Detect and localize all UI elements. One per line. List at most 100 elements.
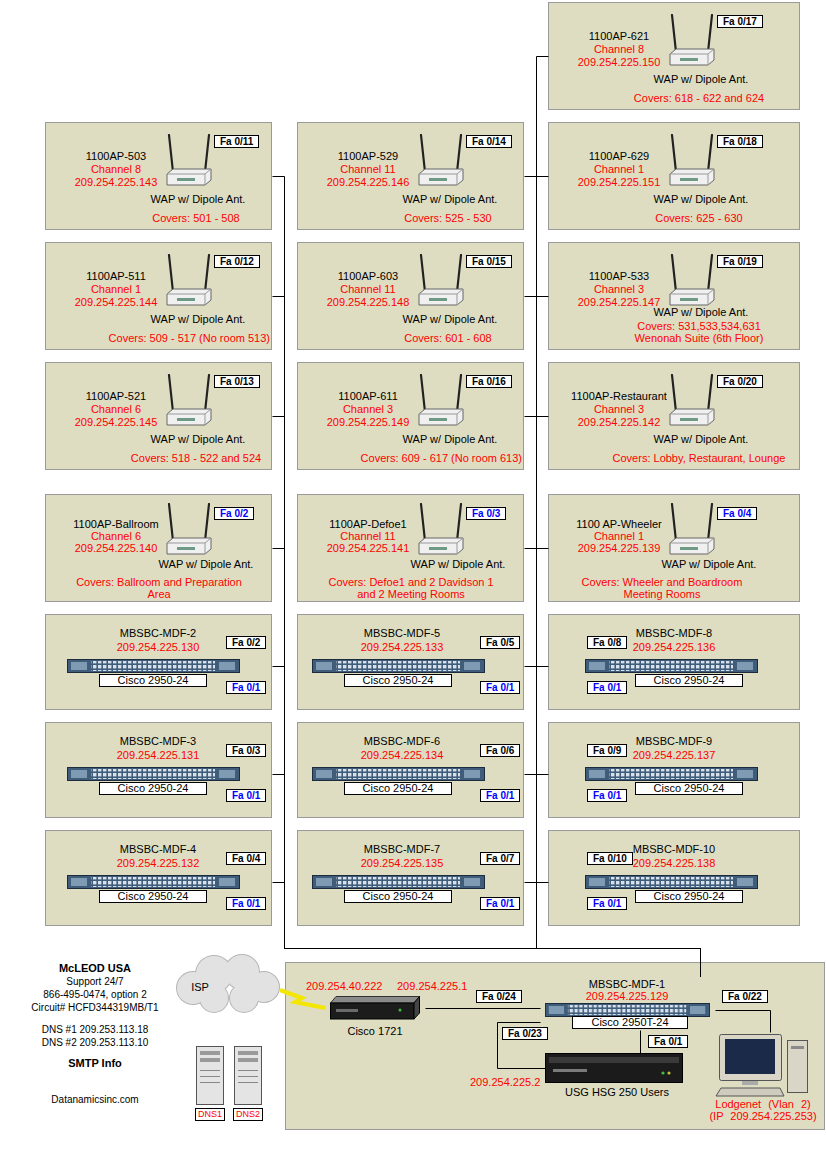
- model-label: Cisco 2950-24: [344, 782, 453, 795]
- port-label: Fa 0/1: [226, 897, 266, 910]
- channel-text: Channel 11: [340, 163, 395, 175]
- port-label: Fa 0/1: [226, 789, 266, 802]
- coverage-note: Covers: 525 - 530: [404, 212, 491, 224]
- port-label: Fa 0/1: [480, 681, 520, 694]
- ip-address: 209.254.225.143: [75, 176, 158, 188]
- switch-name: MBSBC-MDF-8: [636, 627, 712, 639]
- access-point-panel: 1100AP-BallroomChannel 6209.254.225.140W…: [45, 494, 272, 602]
- device-name: 1100AP-611: [338, 390, 398, 402]
- port-label: Fa 0/13: [214, 375, 260, 388]
- circuit-id: Circuit# HCFD344319MB/T1: [31, 1002, 158, 1014]
- switch-name: MBSBC-MDF-7: [364, 843, 440, 855]
- switch-name: MBSBC-MDF-9: [636, 735, 712, 747]
- switch-icon: [313, 660, 485, 673]
- domain-name: Datanamicsinc.com: [51, 1094, 138, 1106]
- port-label: Fa 0/12: [214, 255, 260, 268]
- server-label: DNS2: [233, 1108, 263, 1121]
- device-name: 1100AP-629: [589, 150, 649, 162]
- ip-address: 209.254.225.138: [633, 857, 716, 869]
- model-label: Cisco 2950T-24: [572, 1016, 687, 1029]
- ip-address: 209.254.225.142: [578, 416, 661, 428]
- ip-address: 209.254.225.134: [361, 749, 444, 761]
- cloud-icon: [176, 954, 280, 1013]
- port-label: Fa 0/16: [466, 375, 512, 388]
- port-label: Fa 0/1: [480, 897, 520, 910]
- port-label: Fa 0/6: [480, 744, 520, 757]
- channel-text: Channel 6: [91, 530, 141, 542]
- port-label: Fa 0/9: [587, 744, 627, 757]
- antenna-note: WAP w/ Dipole Ant.: [151, 433, 246, 445]
- network-cable: [525, 667, 701, 977]
- port-label: Fa 0/5: [480, 636, 520, 649]
- network-cable: [273, 667, 701, 977]
- port-label: Fa 0/4: [226, 852, 266, 865]
- port-label: Fa 0/1: [480, 789, 520, 802]
- switch-icon: [68, 876, 240, 889]
- antenna-note: WAP w/ Dipole Ant.: [654, 193, 749, 205]
- device-model: Cisco 1721: [347, 1025, 402, 1037]
- ip-address: 209.254.225.132: [117, 857, 200, 869]
- ip-address: 209.254.225.148: [327, 296, 410, 308]
- channel-text: Channel 3: [343, 403, 393, 415]
- workstation-icon: [716, 1035, 808, 1097]
- port-label: Fa 0/1: [648, 1035, 688, 1048]
- ip-address: 209.254.225.151: [578, 176, 661, 188]
- coverage-note: Covers: 601 - 608: [404, 332, 491, 344]
- switch-icon: [68, 768, 240, 781]
- antenna-note: WAP w/ Dipole Ant.: [403, 313, 498, 325]
- port-label: Fa 0/10: [587, 852, 633, 865]
- channel-text: Channel 8: [594, 43, 644, 55]
- ip-address: 209.254.225.150: [578, 56, 661, 68]
- core-room-panel: [286, 963, 825, 1130]
- port-label: Fa 0/19: [717, 255, 763, 268]
- model-label: Cisco 2950-24: [635, 890, 744, 903]
- switch-icon: [586, 876, 758, 889]
- switch-name: MBSBC-MDF-2: [120, 627, 196, 639]
- channel-text: Channel 11: [340, 530, 395, 542]
- ip-address: 209.254.225.140: [75, 542, 158, 554]
- access-point-panel: 1100AP-Defoe1Channel 11209.254.225.141WA…: [297, 494, 524, 602]
- access-point-panel: 1100AP-521Channel 6209.254.225.145WAP w/…: [45, 362, 272, 470]
- model-label: Cisco 2950-24: [635, 674, 744, 687]
- switch-icon: [586, 768, 758, 781]
- channel-text: Channel 1: [91, 283, 141, 295]
- switch-icon: [545, 1004, 709, 1017]
- device-model: USG HSG 250 Users: [565, 1086, 669, 1098]
- port-label: Fa 0/17: [717, 15, 763, 28]
- ip-address: 209.254.225.147: [578, 296, 661, 308]
- ip-address: 209.254.225.146: [327, 176, 410, 188]
- device-name: 1100 AP-Wheeler: [576, 518, 661, 530]
- port-label: Fa 0/2: [226, 636, 266, 649]
- port-label: Fa 0/15: [466, 255, 512, 268]
- provider-name: McLEOD USA: [59, 962, 131, 974]
- antenna-note: WAP w/ Dipole Ant.: [411, 558, 506, 570]
- access-point-panel: 1100AP-603Channel 11209.254.225.148WAP w…: [297, 242, 524, 350]
- coverage-note: Covers: Lobby, Restaurant, Lounge: [613, 452, 786, 464]
- device-name: 1100AP-Defoe1: [329, 518, 406, 530]
- port-label: Fa 0/20: [717, 375, 763, 388]
- switch-name: MBSBC-MDF-4: [120, 843, 196, 855]
- channel-text: Channel 3: [594, 403, 644, 415]
- channel-text: Channel 6: [91, 403, 141, 415]
- coverage-note: Covers: Ballroom and Preparation Area: [69, 576, 249, 600]
- coverage-note: Covers: 509 - 517 (No room 513): [109, 332, 270, 344]
- antenna-note: WAP w/ Dipole Ant.: [159, 558, 254, 570]
- switch-icon: [313, 876, 485, 889]
- server-label: DNS1: [195, 1108, 225, 1121]
- model-label: Cisco 2950-24: [344, 890, 453, 903]
- gateway-icon: [546, 1054, 683, 1083]
- antenna-note: WAP w/ Dipole Ant.: [151, 193, 246, 205]
- model-label: Cisco 2950-24: [344, 674, 453, 687]
- support-note: Support 24/7: [66, 976, 123, 988]
- switch-name: MBSBC-MDF-1: [589, 978, 665, 990]
- switch-icon: [313, 768, 485, 781]
- model-label: Cisco 2950-24: [99, 674, 208, 687]
- channel-text: Channel 3: [594, 283, 644, 295]
- device-name: 1100AP-Restaurant: [571, 390, 667, 402]
- network-cable: [640, 1031, 641, 1054]
- switch-name: MBSBC-MDF-10: [633, 843, 716, 855]
- ip-address: 209.254.225.135: [361, 857, 444, 869]
- port-label: Fa 0/22: [722, 990, 768, 1003]
- switch-name: MBSBC-MDF-5: [364, 627, 440, 639]
- coverage-note: Covers: Defoe1 and 2 Davidson 1 and 2 Me…: [321, 576, 501, 600]
